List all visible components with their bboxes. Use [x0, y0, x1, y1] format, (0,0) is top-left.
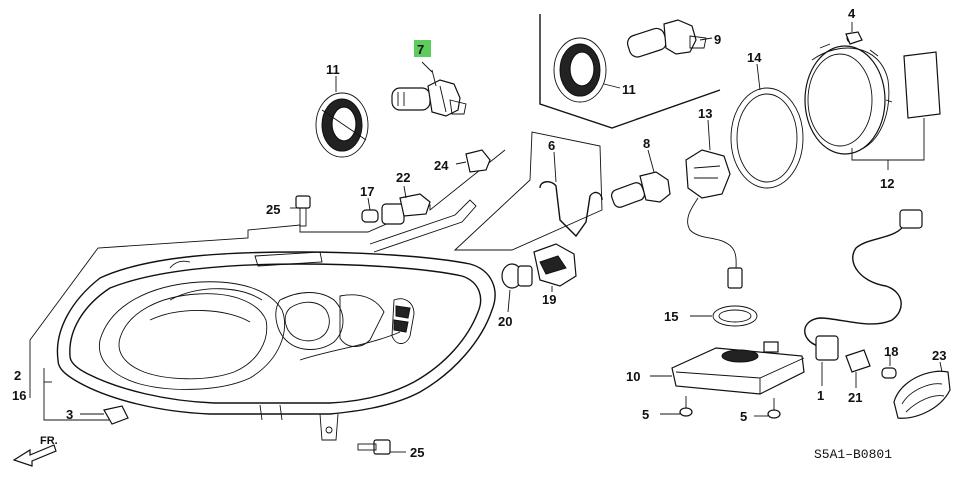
nut-3 [80, 405, 129, 425]
callout-5-left[interactable]: 5 [642, 407, 649, 422]
callout-3[interactable]: 3 [66, 407, 73, 422]
callout-20[interactable]: 20 [498, 314, 512, 329]
bulb-7 [391, 69, 467, 117]
callout-11-left[interactable]: 11 [326, 62, 340, 77]
ring-15 [690, 305, 758, 327]
callout-9[interactable]: 9 [714, 32, 721, 47]
screw-5-right [754, 398, 781, 419]
side-marker-23 [893, 361, 951, 419]
bulb-8 [610, 149, 671, 208]
ballast-10 [650, 341, 805, 395]
callout-22[interactable]: 22 [396, 170, 410, 185]
callout-14[interactable]: 14 [747, 50, 762, 65]
callout-16[interactable]: 16 [12, 388, 26, 403]
callout-2[interactable]: 2 [14, 368, 21, 383]
screw-5-left [660, 396, 693, 417]
callout-6[interactable]: 6 [548, 138, 555, 153]
bolt-25-lower [357, 439, 406, 455]
callout-13[interactable]: 13 [698, 106, 712, 121]
callout-4[interactable]: 4 [848, 6, 856, 21]
callout-10[interactable]: 10 [626, 369, 640, 384]
callout-15[interactable]: 15 [664, 309, 678, 324]
socket-harness-13 [685, 119, 743, 289]
bulb-20 [501, 263, 533, 313]
cover-12 [804, 22, 941, 170]
callout-25-lower[interactable]: 25 [410, 445, 424, 460]
catalog-code: S5A1–B0801 [814, 447, 892, 462]
harness-1 [804, 209, 923, 386]
callout-24[interactable]: 24 [434, 158, 449, 173]
callout-25-upper[interactable]: 25 [266, 202, 280, 217]
socket-22 [381, 185, 431, 225]
callout-8[interactable]: 8 [643, 136, 650, 151]
callout-5-right[interactable]: 5 [740, 409, 747, 424]
callout-17[interactable]: 17 [360, 184, 374, 199]
bulb-seal-11-left [315, 92, 369, 158]
highlight-7 [414, 40, 431, 57]
callout-18[interactable]: 18 [884, 344, 898, 359]
direction-label: FR. [40, 435, 58, 447]
front-direction-arrow: FR. [12, 435, 58, 467]
bulb-18 [881, 356, 897, 379]
callout-1[interactable]: 1 [817, 388, 824, 403]
callout-7[interactable]: 7 [417, 42, 424, 57]
gasket-ring-14 [730, 63, 804, 189]
screw-4 [845, 31, 863, 45]
headlight-housing [56, 251, 496, 441]
bolt-25-upper [290, 195, 311, 227]
bulb-9-group [539, 14, 721, 129]
callout-12[interactable]: 12 [880, 176, 894, 191]
leader-lines [335, 61, 433, 92]
callout-21[interactable]: 21 [848, 390, 862, 405]
bulb-17 [361, 197, 379, 223]
callout-23[interactable]: 23 [932, 348, 946, 363]
clip-24 [455, 149, 491, 173]
mounting-bracket [369, 199, 477, 253]
socket-19 [533, 243, 577, 292]
wire-clip-6 [539, 151, 603, 238]
callout-bracket-2-16 [43, 368, 110, 421]
callout-19[interactable]: 19 [542, 292, 556, 307]
callout-11-right[interactable]: 11 [622, 82, 636, 97]
socket-21 [845, 349, 871, 388]
